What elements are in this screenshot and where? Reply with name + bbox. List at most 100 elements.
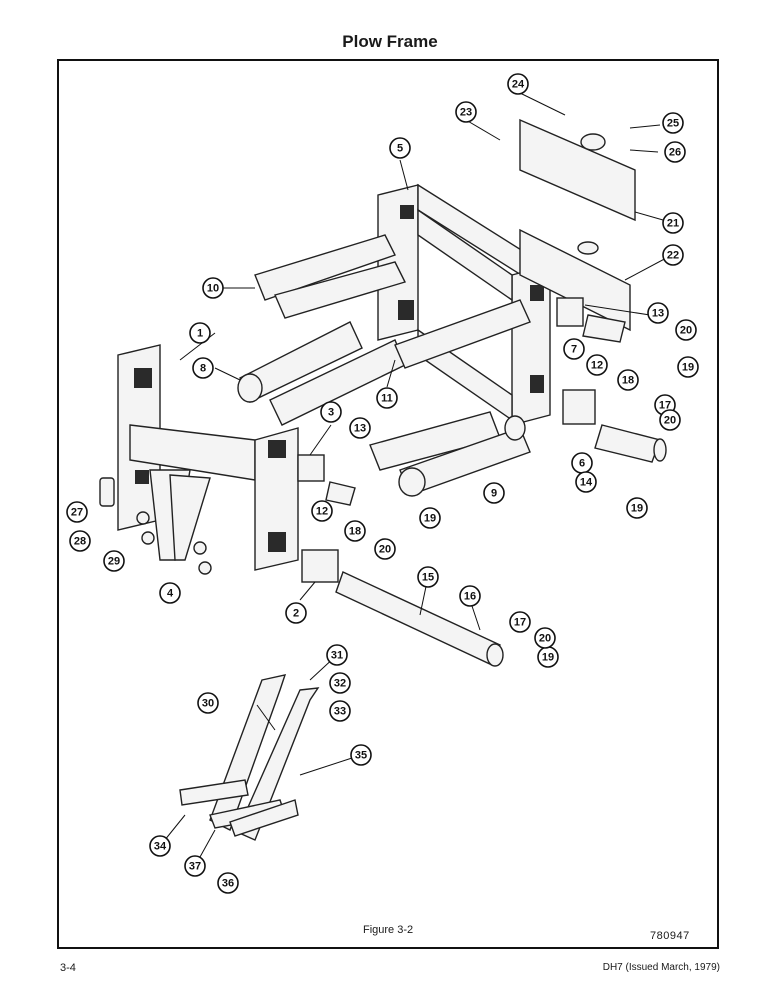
callout-circle — [459, 585, 481, 607]
callout-circle — [507, 73, 529, 95]
callout-circle — [662, 212, 684, 234]
callout-label: 36 — [222, 878, 234, 890]
callout-circle — [534, 627, 556, 649]
callout-circle — [617, 369, 639, 391]
callout-15: 15 — [417, 566, 439, 588]
callout-label: 17 — [659, 400, 671, 412]
callout-label: 34 — [154, 841, 167, 853]
callout-9: 9 — [483, 482, 505, 504]
callout-label: 25 — [667, 118, 679, 130]
callout-37: 37 — [184, 855, 206, 877]
callout-layer: 1234567891011121213131415161717181819191… — [66, 73, 699, 894]
callout-circle — [159, 582, 181, 604]
callout-label: 20 — [680, 325, 692, 337]
callout-18: 18 — [344, 520, 366, 542]
callout-20: 20 — [374, 538, 396, 560]
callout-label: 16 — [464, 591, 476, 603]
callout-label: 8 — [200, 363, 206, 375]
callout-7: 7 — [563, 338, 585, 360]
front-frame — [117, 344, 299, 571]
callout-circle — [455, 101, 477, 123]
callout-circle — [374, 538, 396, 560]
callout-label: 31 — [331, 650, 343, 662]
callout-label: 18 — [622, 375, 634, 387]
callout-circle — [586, 354, 608, 376]
callout-22: 22 — [662, 244, 684, 266]
callout-28: 28 — [69, 530, 91, 552]
callout-17: 17 — [509, 611, 531, 633]
callout-circle — [664, 141, 686, 163]
callout-label: 21 — [667, 218, 679, 230]
callout-25: 25 — [662, 112, 684, 134]
callout-label: 37 — [189, 861, 201, 873]
callout-21: 21 — [662, 212, 684, 234]
page-number: 3-4 — [60, 962, 76, 974]
callout-label: 19 — [424, 513, 436, 525]
callout-33: 33 — [329, 700, 351, 722]
callout-label: 5 — [397, 143, 403, 155]
drawing-number: 780947 — [650, 930, 690, 942]
callout-1: 1 — [189, 322, 211, 344]
callout-label: 23 — [460, 107, 472, 119]
callout-circle — [677, 356, 699, 378]
issue-note: DH7 (Issued March, 1979) — [602, 962, 720, 973]
callout-label: 30 — [202, 698, 214, 710]
callout-circle — [419, 507, 441, 529]
callout-circle — [69, 530, 91, 552]
callout-circle — [285, 602, 307, 624]
callout-35: 35 — [350, 744, 372, 766]
callout-circle — [217, 872, 239, 894]
callout-circle — [417, 566, 439, 588]
callout-label: 19 — [542, 652, 554, 664]
callout-circle — [389, 137, 411, 159]
callout-circle — [311, 500, 333, 522]
callout-circle — [197, 692, 219, 714]
callout-circle — [626, 497, 648, 519]
callout-12: 12 — [586, 354, 608, 376]
callout-circle — [675, 319, 697, 341]
callout-label: 6 — [579, 458, 585, 470]
callout-label: 20 — [539, 633, 551, 645]
callout-label: 2 — [293, 608, 299, 620]
callout-label: 20 — [664, 415, 676, 427]
callout-13: 13 — [647, 302, 669, 324]
callout-label: 9 — [491, 488, 497, 500]
callout-label: 29 — [108, 556, 120, 568]
page-title: Plow Frame — [342, 32, 438, 51]
bearing-blocks — [297, 297, 596, 583]
pins — [325, 314, 667, 667]
callout-label: 11 — [381, 393, 393, 405]
callout-30: 30 — [197, 692, 219, 714]
callout-16: 16 — [459, 585, 481, 607]
hitch-arms — [99, 469, 212, 575]
callout-34: 34 — [149, 835, 171, 857]
callout-circle — [662, 244, 684, 266]
callout-label: 1 — [197, 328, 203, 340]
callout-circle — [483, 482, 505, 504]
callout-circle — [344, 520, 366, 542]
callout-label: 19 — [631, 503, 643, 515]
callout-label: 22 — [667, 250, 679, 262]
callout-circle — [184, 855, 206, 877]
figure-frame — [57, 59, 719, 949]
callout-circle — [376, 387, 398, 409]
callout-20: 20 — [534, 627, 556, 649]
callout-label: 15 — [422, 572, 434, 584]
callout-4: 4 — [159, 582, 181, 604]
callout-circle — [329, 672, 351, 694]
callout-circle — [509, 611, 531, 633]
callout-2: 2 — [285, 602, 307, 624]
callout-label: 14 — [580, 477, 593, 489]
callout-circle — [575, 471, 597, 493]
callout-label: 27 — [71, 507, 83, 519]
callout-label: 10 — [207, 283, 219, 295]
callout-label: 12 — [591, 360, 603, 372]
callout-20: 20 — [675, 319, 697, 341]
callout-32: 32 — [329, 672, 351, 694]
callout-24: 24 — [507, 73, 529, 95]
callout-label: 33 — [334, 706, 346, 718]
callout-19: 19 — [626, 497, 648, 519]
callout-20: 20 — [659, 409, 681, 431]
callout-circle — [349, 417, 371, 439]
